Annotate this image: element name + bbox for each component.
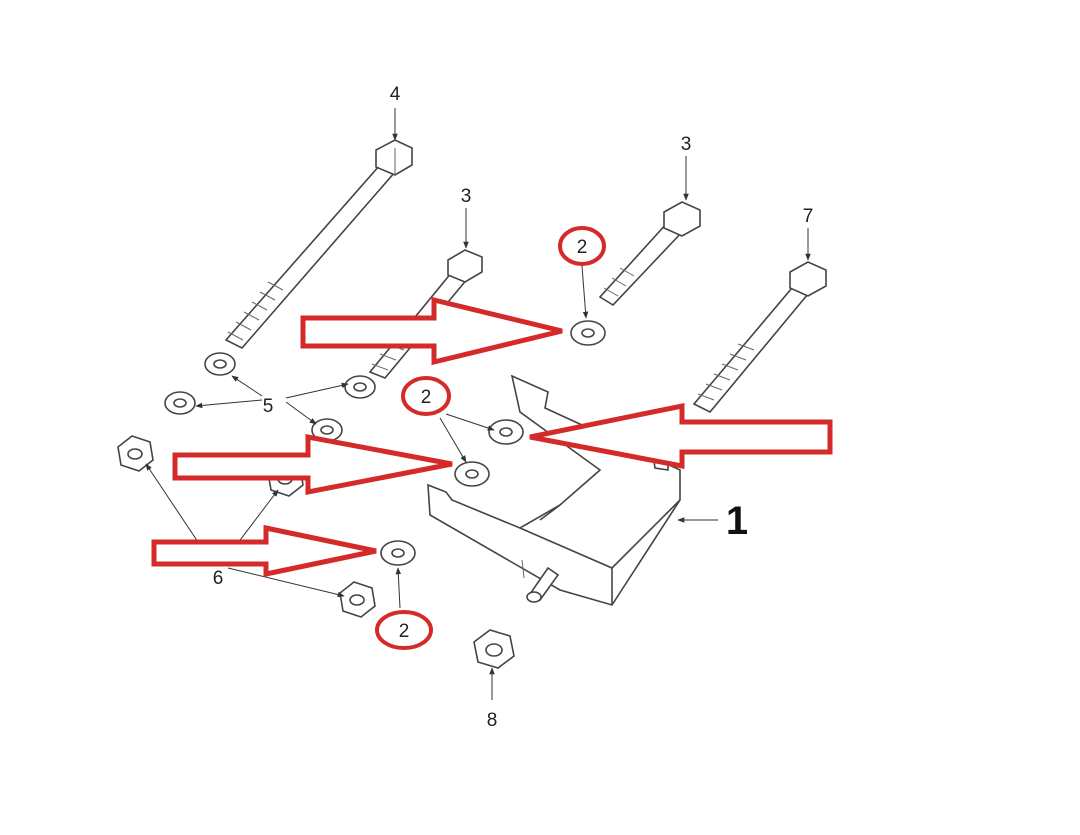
callout-7: 7 bbox=[803, 206, 814, 227]
bracket bbox=[427, 374, 681, 606]
red-highlight-arrows bbox=[151, 296, 833, 578]
callout-3-mid: 3 bbox=[461, 186, 472, 207]
callout-1: 1 bbox=[726, 499, 748, 543]
washers-group-5 bbox=[164, 352, 376, 442]
nut-bottom-8 bbox=[473, 629, 515, 669]
callout-6: 6 bbox=[213, 568, 224, 589]
callout-4: 4 bbox=[390, 84, 401, 105]
bolt-long-right bbox=[692, 261, 827, 413]
red-arrow-right bbox=[529, 402, 833, 470]
callout-5: 5 bbox=[263, 396, 274, 417]
callout-8: 8 bbox=[487, 710, 498, 731]
callout-2-middle: 2 bbox=[421, 387, 432, 408]
callout-2-bottom: 2 bbox=[399, 621, 410, 642]
washers-highlighted-2 bbox=[380, 320, 606, 566]
red-arrow-middle bbox=[172, 433, 453, 496]
callout-2-top: 2 bbox=[577, 237, 588, 258]
red-arrow-bottom bbox=[151, 524, 377, 578]
callout-3-right: 3 bbox=[681, 134, 692, 155]
bolt-short-right bbox=[598, 201, 701, 307]
red-rings bbox=[375, 226, 606, 650]
bolt-long-left bbox=[224, 139, 413, 349]
red-arrow-top bbox=[300, 296, 563, 366]
